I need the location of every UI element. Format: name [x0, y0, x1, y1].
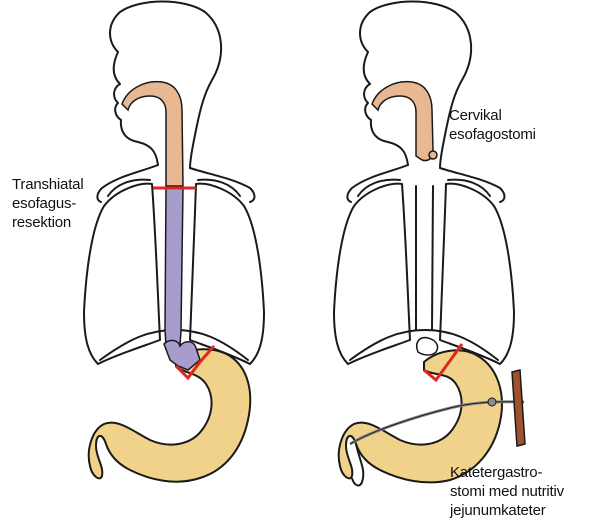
- label-line: Katetergastro-: [450, 463, 596, 482]
- left-pharynx: [122, 82, 183, 186]
- label-line: jejunumkateter: [450, 501, 596, 520]
- left-esophagus: [165, 188, 183, 346]
- external-catheter: [512, 370, 525, 446]
- label-line: Transhiatal: [12, 175, 122, 194]
- right-lung-left: [440, 184, 514, 364]
- label-gastrostomy-catheter: Katetergastro- stomi med nutritiv jejunu…: [450, 463, 596, 520]
- right-lung-right: [334, 184, 410, 364]
- label-line: Cervikal: [449, 106, 569, 125]
- right-esophageal-tract: [432, 186, 433, 330]
- left-stomach: [89, 349, 250, 481]
- label-line: esofagus-: [12, 194, 122, 213]
- label-line: resektion: [12, 213, 122, 232]
- cervical-stoma: [429, 151, 437, 159]
- right-shoulder-line: [440, 168, 505, 202]
- label-line: esofagostomi: [449, 125, 569, 144]
- label-transhiatal-resection: Transhiatal esofagus- resektion: [12, 175, 122, 232]
- left-shoulder-line: [190, 168, 255, 202]
- label-line: stomi med nutritiv: [450, 482, 596, 501]
- gastrostomy-entry: [488, 398, 496, 406]
- right-esophageal-stump: [417, 338, 438, 355]
- right-figure: [334, 2, 514, 365]
- label-cervical-esophagostomy: Cervikal esofagostomi: [449, 106, 569, 144]
- left-lung-left: [190, 184, 264, 364]
